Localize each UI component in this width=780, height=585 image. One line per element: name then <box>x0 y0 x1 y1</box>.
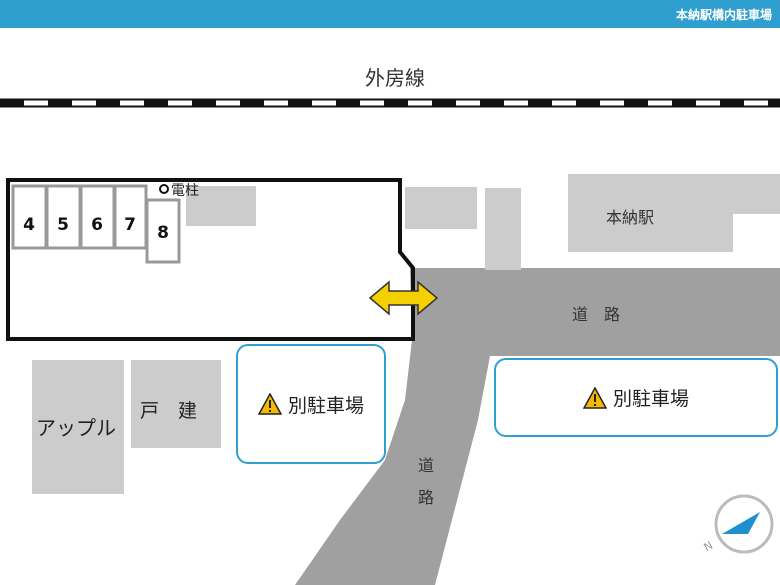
parking-space-7 <box>113 184 148 250</box>
building-house <box>131 360 221 448</box>
utility-pole-label: 電柱 <box>171 183 199 199</box>
road-vertical <box>295 268 490 585</box>
road-vertical-label-1: 道 <box>418 456 435 475</box>
station-building <box>568 174 780 252</box>
parking-space-4-label: 4 <box>23 215 35 235</box>
separate-parking-box-2: 別駐車場 <box>494 358 778 437</box>
header-bar: 本納駅構内駐車場 <box>0 0 780 28</box>
svg-text:N: N <box>702 539 716 554</box>
station-label: 本納駅 <box>606 208 655 227</box>
building-apple <box>32 360 124 494</box>
building-small-2 <box>405 187 477 229</box>
parking-spaces: 4 5 6 7 8 <box>11 184 181 264</box>
building-small-3 <box>485 188 521 270</box>
separate-parking-label-1: 別駐車場 <box>287 394 364 417</box>
separate-parking-box-1: 別駐車場 <box>236 344 386 464</box>
railway-label: 外房線 <box>365 66 425 90</box>
house-label: 戸 建 <box>140 400 198 422</box>
warning-icon <box>582 386 607 409</box>
parking-space-6-label: 6 <box>91 215 103 235</box>
parking-space-6 <box>79 184 116 250</box>
header-title: 本納駅構内駐車場 <box>675 8 772 22</box>
pole-marker-icon <box>159 184 169 194</box>
parking-space-8-label: 8 <box>157 223 169 243</box>
parking-space-7-label: 7 <box>124 215 136 235</box>
building-small-1 <box>186 186 256 226</box>
double-arrow-icon <box>368 280 439 316</box>
apple-label: アップル <box>36 416 116 440</box>
separate-parking-label-2: 別駐車場 <box>612 388 689 410</box>
parking-lot-outline <box>6 178 415 341</box>
parking-space-8 <box>145 198 181 264</box>
road-vertical-label-2: 路 <box>418 488 435 507</box>
warning-icon <box>257 393 282 415</box>
compass-icon: N <box>702 494 774 554</box>
road-horizontal <box>415 268 780 356</box>
parking-space-5-label: 5 <box>57 215 69 235</box>
road-horizontal-label: 道 路 <box>572 305 621 324</box>
